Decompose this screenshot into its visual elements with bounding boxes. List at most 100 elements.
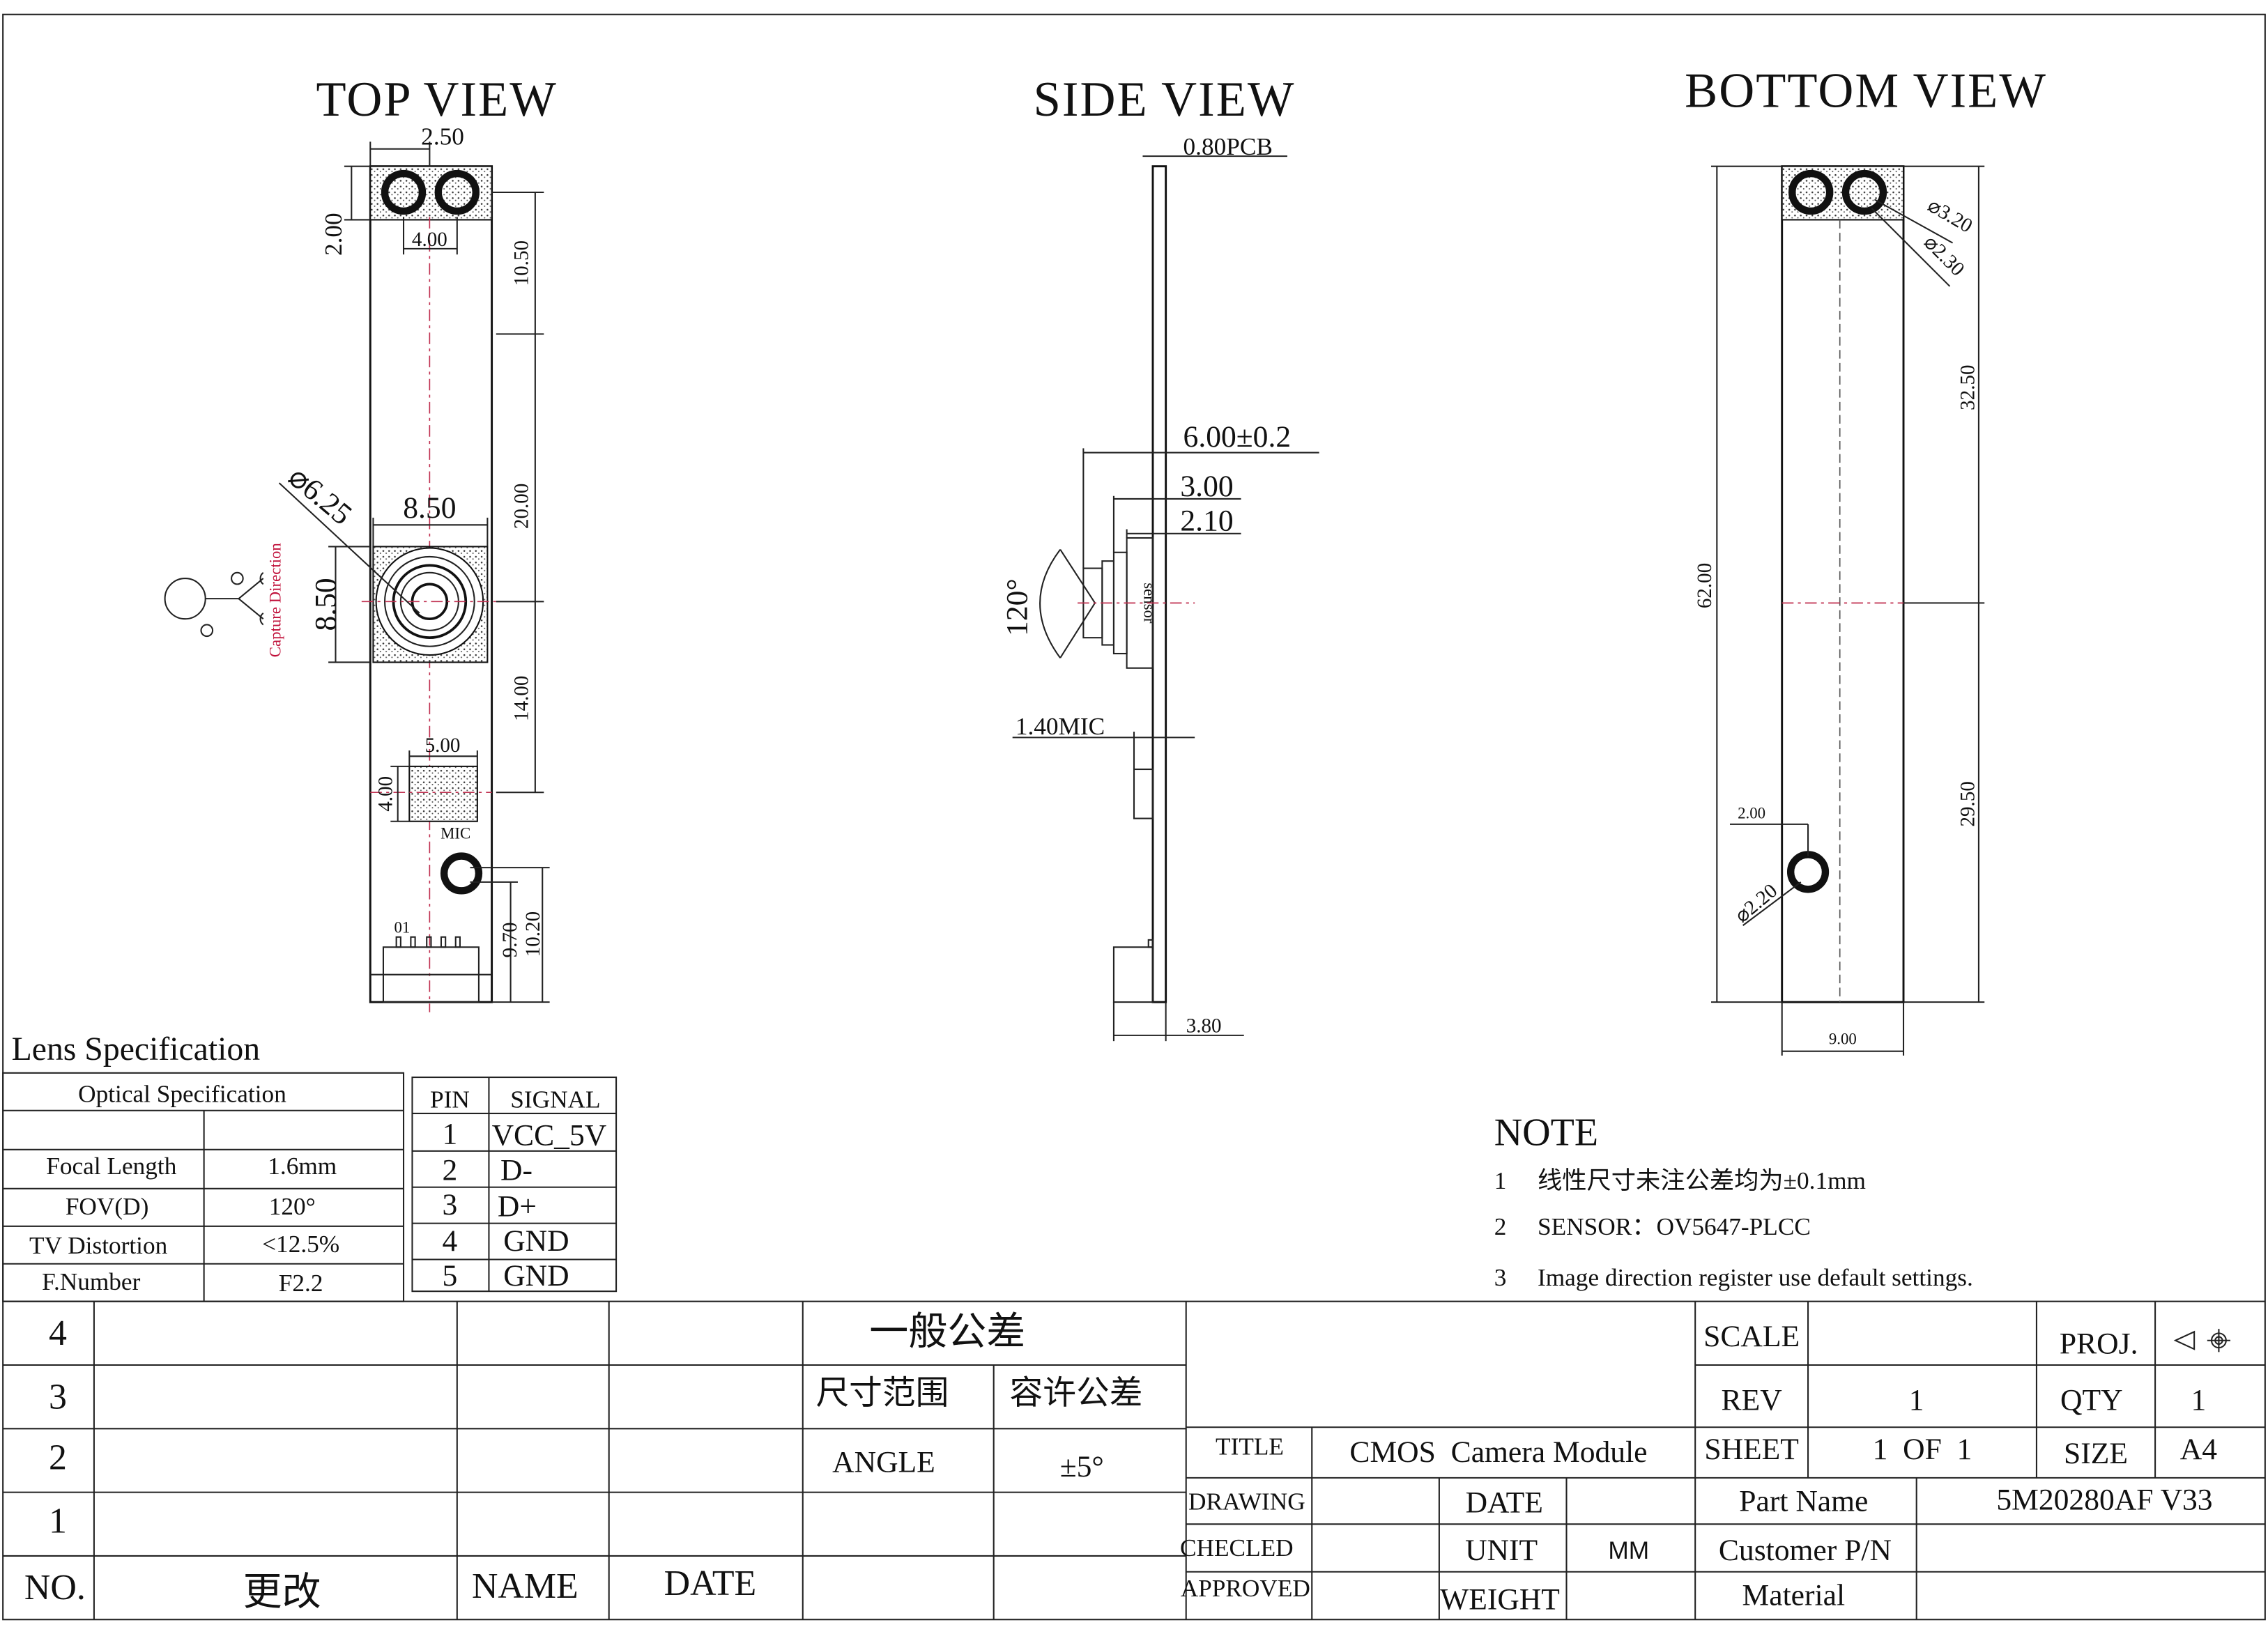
pin-signal: GND	[503, 1259, 569, 1293]
dim-lens-total: 6.00±0.2	[1183, 420, 1292, 454]
dim-mic-height-side: 1.40MIC	[1016, 713, 1105, 740]
dim-3-00: 3.00	[1180, 470, 1233, 503]
spec-label: TV Distortion	[29, 1232, 168, 1259]
part-name-value: 5M20280AF V33	[1996, 1483, 2212, 1517]
note-number: 3	[1494, 1264, 1507, 1291]
qty-label: QTY	[2060, 1383, 2123, 1417]
size-value: A4	[2180, 1433, 2217, 1466]
date-label: DATE	[1466, 1486, 1543, 1520]
pin-signal: GND	[503, 1224, 569, 1258]
dim-10-50: 10.50	[510, 240, 532, 286]
dim-board-width: 9.00	[1829, 1030, 1857, 1047]
revision-date-header: DATE	[664, 1564, 757, 1603]
qty-value: 1	[2191, 1383, 2206, 1417]
note-number: 1	[1494, 1167, 1507, 1194]
mic-label: MIC	[440, 825, 470, 842]
dim-14-00: 14.00	[510, 676, 532, 721]
mount-hole-icon	[1786, 851, 1830, 893]
top-view-title: TOP VIEW	[316, 72, 558, 127]
pin-header: PIN	[430, 1086, 470, 1113]
dim-hole-spacing: 4.00	[412, 229, 447, 251]
title-block: SCALE PROJ. REV 1 QTY 1 TITLE CMOS Camer…	[1180, 1301, 2265, 1620]
dim-lens-width: 8.50	[403, 491, 456, 525]
rev-label: REV	[1722, 1383, 1782, 1417]
title-label: TITLE	[1216, 1433, 1284, 1460]
top-view: TOP VIEW 2.50 2.00 4.00 10.50 20.00 14.0…	[164, 72, 558, 1012]
note-text: 线性尺寸未注公差均为±0.1mm	[1538, 1167, 1866, 1194]
revision-name-header: NAME	[472, 1566, 579, 1606]
sheet-label: SHEET	[1704, 1433, 1799, 1466]
dim-10-20: 10.20	[522, 911, 544, 957]
tolerance-title: 一般公差	[869, 1311, 1025, 1354]
dim-9-70: 9.70	[499, 922, 521, 957]
side-mic	[1133, 768, 1154, 819]
pin-number: 3	[443, 1188, 458, 1221]
dim-mic-height: 4.00	[374, 776, 397, 812]
tolerance-angle-value: ±5°	[1060, 1450, 1104, 1483]
part-name-label: Part Name	[1739, 1485, 1868, 1518]
bottom-view-title: BOTTOM VIEW	[1685, 64, 2047, 118]
revision-table: 4 3 2 1 NO. 更改 NAME DATE 一般公差 尺寸范围 容许公差 …	[3, 1300, 2265, 1620]
dim-2-10: 2.10	[1180, 504, 1233, 538]
bottom-view: BOTTOM VIEW ⌀3.20 ⌀2.30 62.00 32.50 29.5…	[1685, 64, 2047, 1056]
dim-total-length: 62.00	[1694, 563, 1716, 608]
mic-component	[408, 765, 478, 822]
spec-value: F2.2	[279, 1270, 323, 1297]
spec-label: FOV(D)	[66, 1193, 149, 1220]
dim-hole-offset: 2.00	[1738, 805, 1765, 822]
proj-label: PROJ.	[2060, 1327, 2138, 1360]
checked-label: CHECLED	[1180, 1534, 1294, 1562]
pin-number: 5	[443, 1259, 458, 1293]
approved-label: APPROVED	[1181, 1575, 1310, 1602]
spec-label: F.Number	[42, 1268, 140, 1295]
notes: NOTE 1 线性尺寸未注公差均为±0.1mm 2 SENSOR：OV5647-…	[1494, 1111, 1973, 1291]
dim-32-50: 32.50	[1957, 364, 1979, 410]
pin-number: 1	[443, 1117, 458, 1150]
dim-hole-pitch: 2.50	[421, 123, 464, 151]
optical-spec-header: Optical Specification	[78, 1080, 286, 1107]
dim-hole-bottom: ⌀2.20	[1731, 879, 1782, 927]
capture-direction-icon	[164, 571, 264, 638]
drawing-label: DRAWING	[1188, 1488, 1305, 1516]
revision-no-header: NO.	[24, 1568, 86, 1608]
dim-hole-height: 2.00	[320, 213, 347, 256]
dim-20-00: 20.00	[510, 484, 532, 529]
mount-hole-icon	[1788, 169, 1834, 215]
pin1-label: 01	[394, 919, 411, 937]
mount-hole-icon	[434, 169, 480, 215]
note-text: SENSOR：OV5647-PLCC	[1538, 1213, 1811, 1240]
pin-signal: VCC_5V	[492, 1119, 607, 1153]
size-label: SIZE	[2064, 1437, 2128, 1470]
note-text: Image direction register use default set…	[1538, 1264, 1973, 1291]
connector-pins	[395, 936, 461, 948]
unit-value: MM	[1608, 1537, 1649, 1564]
projection-symbol-icon	[2173, 1329, 2231, 1352]
note-number: 2	[1494, 1213, 1507, 1240]
title-value: CMOS Camera Module	[1349, 1435, 1647, 1469]
spec-value: 120°	[269, 1193, 316, 1220]
pin-signal: D-	[500, 1153, 532, 1187]
mount-hole-icon	[440, 852, 483, 895]
notes-title: NOTE	[1494, 1111, 1598, 1155]
mount-hole-icon	[1841, 169, 1887, 215]
rev-value: 1	[1909, 1383, 1924, 1417]
unit-label: UNIT	[1465, 1534, 1538, 1567]
revision-row-number: 4	[49, 1313, 67, 1353]
side-connector	[1112, 946, 1154, 1003]
bottom-pcb-outline	[1781, 165, 1905, 1003]
spec-label: Focal Length	[46, 1153, 176, 1180]
spec-value: 1.6mm	[268, 1153, 337, 1180]
side-view-title: SIDE VIEW	[1034, 72, 1296, 127]
lens-spec-title: Lens Specification	[12, 1031, 261, 1068]
revision-row-number: 3	[49, 1377, 67, 1417]
side-view: SIDE VIEW 0.80PCB sensor 120° 6.00±0.2 3…	[1000, 72, 1319, 1042]
spec-value: <12.5%	[262, 1231, 339, 1258]
dim-connector-depth: 3.80	[1186, 1015, 1222, 1038]
tolerance-range-header: 尺寸范围	[815, 1375, 949, 1412]
revision-row-number: 1	[49, 1502, 67, 1541]
dim-fov: 120°	[1000, 578, 1034, 636]
pin-number: 4	[443, 1224, 458, 1258]
dim-lens-height: 8.50	[309, 578, 342, 631]
dim-29-50: 29.50	[1957, 781, 1979, 826]
